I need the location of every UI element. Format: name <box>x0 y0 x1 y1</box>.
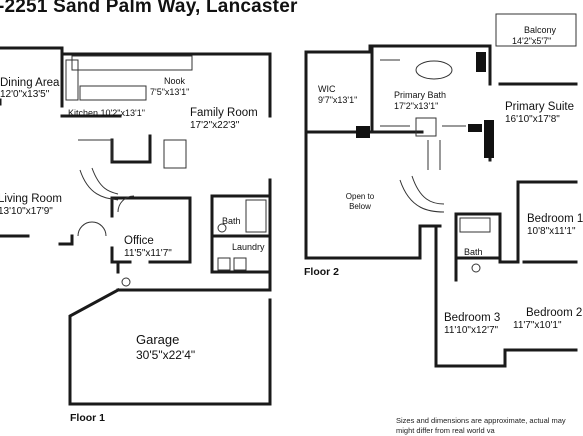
living-room-door <box>77 221 107 237</box>
kitchen-counter <box>71 55 193 71</box>
room-label-family-room: Family Room <box>190 107 258 119</box>
bath-tub-2 <box>459 217 491 233</box>
page-title: -2251 Sand Palm Way, Lancaster <box>0 0 298 17</box>
balcony-rail <box>495 13 577 47</box>
room-label-wic: WIC <box>318 84 336 94</box>
room-dims-dining-area: 12'0"x13'5" <box>0 89 50 100</box>
office-door <box>117 195 135 213</box>
room-dims-bedroom-2: 11'7"x10'1" <box>513 320 562 331</box>
room-label-garage: Garage <box>136 332 180 347</box>
room-label-bath-floor-1: Bath <box>222 216 241 226</box>
room-label-bath-floor-2: Bath <box>464 247 483 257</box>
room-dims-primary-bath: 17'2"x13'1" <box>394 101 439 111</box>
room-dims-wic: 9'7"x13'1" <box>318 95 358 105</box>
fireplace <box>163 139 187 169</box>
floor-2-walls <box>304 44 578 368</box>
primary-tub <box>415 60 453 80</box>
staircase-2 <box>399 140 445 213</box>
room-label-laundry: Laundry <box>232 242 265 252</box>
floor-plan-drawing <box>0 13 578 406</box>
room-dims-bedroom-3: 11'10"x12'7" <box>444 325 499 336</box>
room-label-primary-suite: Primary Suite <box>505 101 575 113</box>
floor-1-label: Floor 1 <box>70 412 106 424</box>
bath-tub-1 <box>245 199 267 233</box>
primary-vanity <box>380 59 466 127</box>
room-label-living-room: Living Room <box>0 193 62 205</box>
room-label-office: Office <box>124 235 154 247</box>
room-dims-primary-suite: 16'10"x17'8" <box>505 114 560 125</box>
dryer <box>233 257 247 271</box>
staircase-1 <box>78 139 119 201</box>
room-dims-office: 11'5"x11'7" <box>124 248 172 259</box>
room-label-nook: Nook <box>164 76 186 86</box>
toilet-2 <box>471 263 481 273</box>
room-dims-balcony: 14'2"x5'7" <box>512 36 552 46</box>
room-dims-garage: 30'5"x22'4" <box>136 348 196 362</box>
room-label-bedroom-1: Bedroom 1 <box>527 213 583 225</box>
garage-fixture <box>121 277 131 287</box>
room-dims-bedroom-1: 10'8"x11'1" <box>527 226 576 237</box>
washer <box>217 257 231 271</box>
room-label-primary-bath: Primary Bath <box>394 90 447 100</box>
primary-shower <box>415 117 437 137</box>
room-label-dining-area: Dining Area <box>0 77 60 89</box>
disclaimer-line-1: Sizes and dimensions are approximate, ac… <box>396 416 566 425</box>
disclaimer-line-2: might differ from real world va <box>396 426 495 435</box>
room-dims-living-room: 13'10"x17'9" <box>0 206 53 217</box>
floor-1-walls <box>0 46 272 406</box>
floor-2-label: Floor 2 <box>304 266 340 278</box>
room-label-open-to-below: Open to Below <box>345 192 375 211</box>
room-dims-nook: 7'5"x13'1" <box>150 87 190 97</box>
room-label-balcony: Balcony <box>524 25 557 35</box>
disclaimer-text: Sizes and dimensions are approximate, ac… <box>396 416 566 436</box>
room-dims-family-room: 17'2"x22'3" <box>190 120 240 131</box>
room-label-bedroom-2: Bedroom 2 <box>526 307 583 319</box>
kitchen-counter-side <box>65 59 79 101</box>
kitchen-island <box>79 85 147 101</box>
toilet-1 <box>217 223 227 233</box>
room-label-bedroom-3: Bedroom 3 <box>444 312 501 324</box>
room-label-kitchen: Kitchen 10'2"x13'1" <box>68 108 145 118</box>
